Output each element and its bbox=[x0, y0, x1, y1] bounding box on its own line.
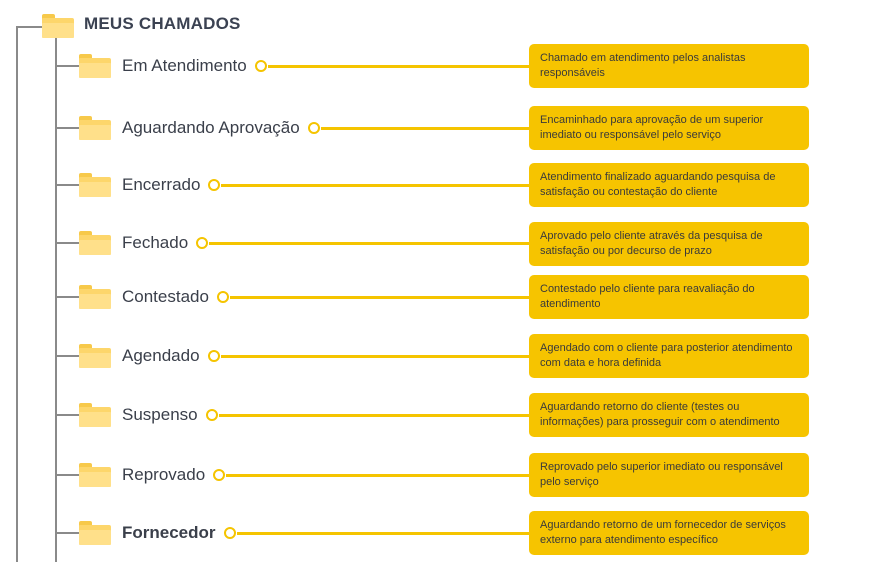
status-description: Atendimento finalizado aguardando pesqui… bbox=[529, 163, 809, 207]
status-label[interactable]: Fechado bbox=[122, 233, 189, 252]
connector-line bbox=[209, 242, 529, 245]
status-label[interactable]: Contestado bbox=[122, 287, 209, 306]
tree-branch bbox=[55, 127, 79, 129]
status-label[interactable]: Em Atendimento bbox=[122, 56, 247, 75]
tree-branch bbox=[55, 414, 79, 416]
connector-dot bbox=[213, 469, 226, 481]
connector-dot bbox=[254, 60, 267, 72]
status-label[interactable]: Fornecedor bbox=[122, 523, 216, 542]
folder-icon[interactable] bbox=[79, 173, 111, 197]
folder-icon[interactable] bbox=[79, 344, 111, 368]
connector-line bbox=[220, 355, 529, 358]
tree-outer-line bbox=[16, 26, 18, 562]
tree-branch bbox=[55, 355, 79, 357]
status-label[interactable]: Agendado bbox=[122, 346, 200, 365]
status-description: Chamado em atendimento pelos analistas r… bbox=[529, 44, 809, 88]
connector-dot bbox=[216, 291, 229, 303]
connector-line bbox=[221, 184, 529, 187]
folder-icon[interactable] bbox=[79, 521, 111, 545]
status-label[interactable]: Reprovado bbox=[122, 465, 206, 484]
status-description: Contestado pelo cliente para reavaliação… bbox=[529, 275, 809, 319]
status-description: Encaminhado para aprovação de um superio… bbox=[529, 106, 809, 150]
tree-branch bbox=[55, 65, 79, 67]
tree-branch bbox=[55, 296, 79, 298]
folder-icon[interactable] bbox=[79, 463, 111, 487]
connector-line bbox=[218, 414, 529, 417]
status-description: Agendado com o cliente para posterior at… bbox=[529, 334, 809, 378]
connector-dot bbox=[207, 350, 220, 362]
connector-line bbox=[320, 127, 529, 130]
tree-branch bbox=[55, 184, 79, 186]
status-label[interactable]: Suspenso bbox=[122, 405, 198, 424]
tree-root-branch bbox=[16, 26, 42, 28]
tree-branch bbox=[55, 242, 79, 244]
tree-branch bbox=[55, 532, 79, 534]
folder-icon[interactable] bbox=[79, 285, 111, 309]
folder-icon[interactable] bbox=[79, 231, 111, 255]
connector-line bbox=[229, 296, 529, 299]
status-description: Aprovado pelo cliente através da pesquis… bbox=[529, 222, 809, 266]
connector-dot bbox=[208, 179, 221, 191]
connector-dot bbox=[196, 237, 209, 249]
folder-icon[interactable] bbox=[79, 403, 111, 427]
connector-line bbox=[226, 474, 529, 477]
status-description: Reprovado pelo superior imediato ou resp… bbox=[529, 453, 809, 497]
connector-dot bbox=[223, 527, 236, 539]
status-label[interactable]: Aguardando Aprovação bbox=[122, 118, 300, 137]
status-description: Aguardando retorno do cliente (testes ou… bbox=[529, 393, 809, 437]
status-label[interactable]: Encerrado bbox=[122, 175, 201, 194]
status-description: Aguardando retorno de um fornecedor de s… bbox=[529, 511, 809, 555]
connector-dot bbox=[205, 409, 218, 421]
root-folder-icon[interactable] bbox=[42, 14, 74, 38]
connector-line bbox=[267, 65, 529, 68]
connector-line bbox=[236, 532, 529, 535]
folder-icon[interactable] bbox=[79, 54, 111, 78]
folder-icon[interactable] bbox=[79, 116, 111, 140]
tree-inner-line bbox=[55, 38, 57, 562]
connector-dot bbox=[307, 122, 320, 134]
root-title[interactable]: MEUS CHAMADOS bbox=[84, 14, 241, 33]
tree-branch bbox=[55, 474, 79, 476]
